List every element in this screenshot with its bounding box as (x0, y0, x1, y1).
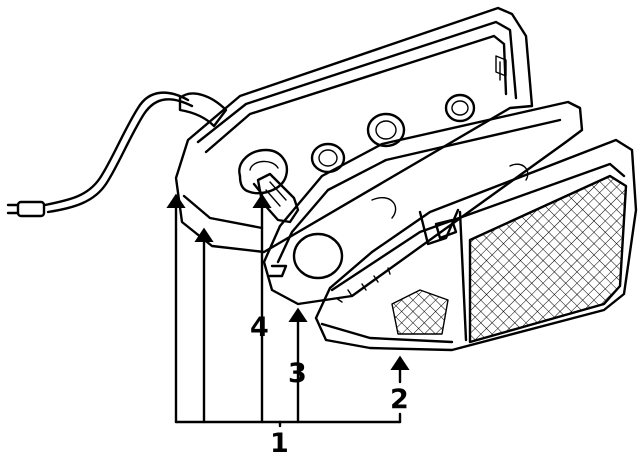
callout-4: 4 (250, 312, 269, 343)
leader-lines (166, 193, 410, 428)
gasket (262, 100, 584, 306)
callout-2: 2 (390, 384, 409, 415)
lamp-housing (174, 6, 534, 254)
lens (314, 138, 638, 352)
bulb (252, 172, 300, 224)
callout-1: 1 (270, 428, 289, 459)
callout-3: 3 (288, 358, 307, 389)
wire-harness (6, 91, 228, 218)
